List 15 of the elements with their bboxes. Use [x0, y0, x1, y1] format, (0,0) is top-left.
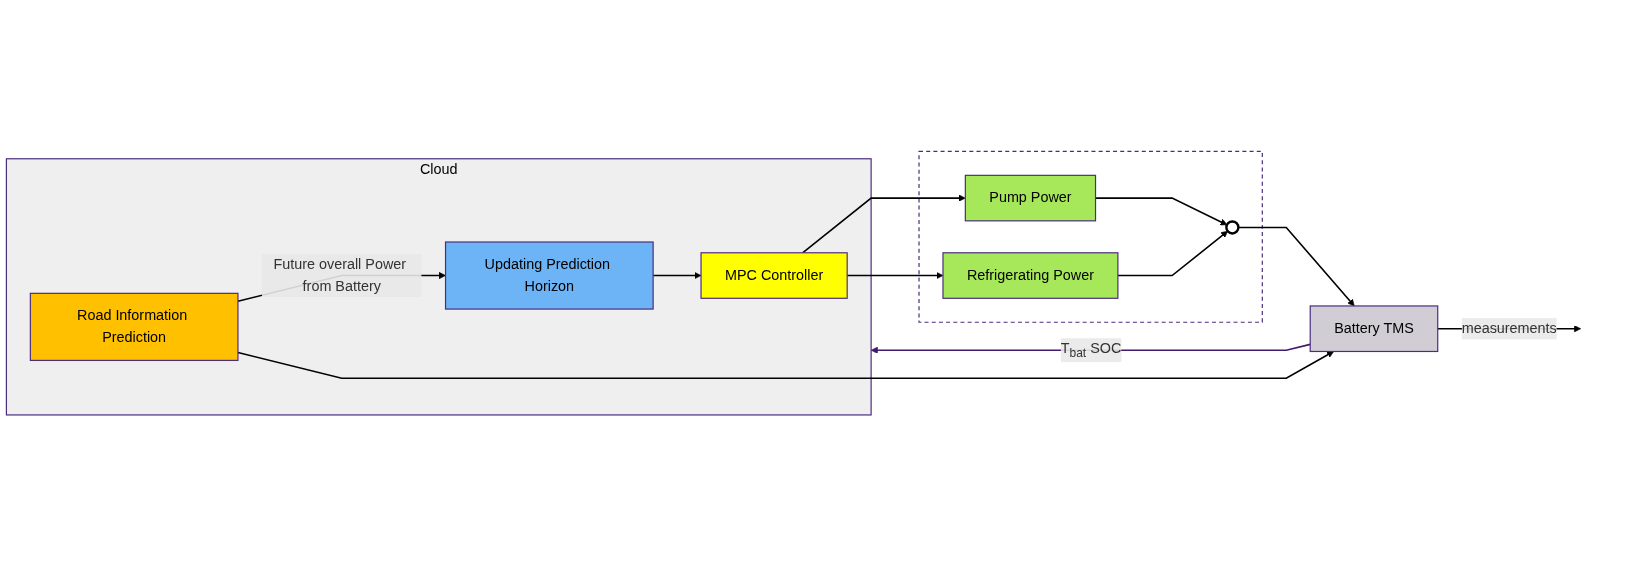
arrow — [801, 194, 966, 254]
node-box: Updating Prediction Horizon — [444, 241, 654, 310]
edge-label: T$_{bat}$ SOC — [1060, 340, 1122, 360]
arrow — [1117, 230, 1228, 277]
node-circle — [1225, 220, 1240, 235]
node-box: Road Information Prediction — [29, 292, 239, 361]
node-box: Refrigerating Power — [942, 252, 1119, 299]
edge-label: measurements — [1461, 320, 1557, 337]
node-box: Pump Power — [964, 174, 1097, 222]
edge-label: Future overall Power from Battery — [273, 256, 407, 294]
arrow — [237, 351, 1334, 379]
node-box: Battery TMS — [1309, 305, 1439, 352]
arrow — [1237, 226, 1355, 307]
node-box: MPC Controller — [700, 252, 848, 299]
cluster — [918, 150, 1263, 323]
